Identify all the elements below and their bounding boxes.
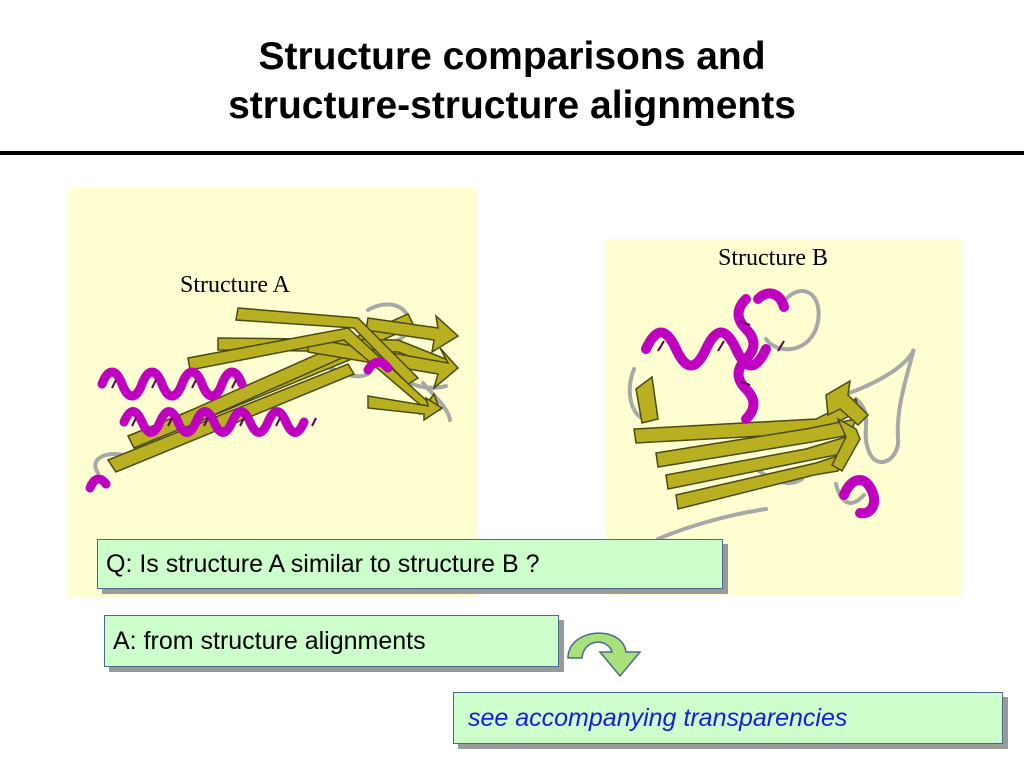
title-divider <box>0 151 1024 155</box>
structure-b-panel: Structure B <box>606 239 962 595</box>
slide-title-line-1: Structure comparisons and <box>258 35 766 78</box>
curved-arrow-icon <box>567 632 642 678</box>
structure-a-label: Structure A <box>180 272 290 298</box>
slide-title: Structure comparisons and structure-stru… <box>0 32 1024 130</box>
see-transparencies-link[interactable]: see accompanying transparencies <box>453 692 1003 744</box>
question-box: Q: Is structure A similar to structure B… <box>97 539 723 589</box>
structure-b-ribbon-image <box>627 288 916 541</box>
structure-a-panel: Structure A <box>68 188 478 598</box>
structure-a-ribbon-image <box>85 302 460 493</box>
structure-b-label: Structure B <box>718 245 828 271</box>
answer-box: A: from structure alignments <box>104 615 559 667</box>
slide-title-line-2: structure-structure alignments <box>228 84 796 127</box>
